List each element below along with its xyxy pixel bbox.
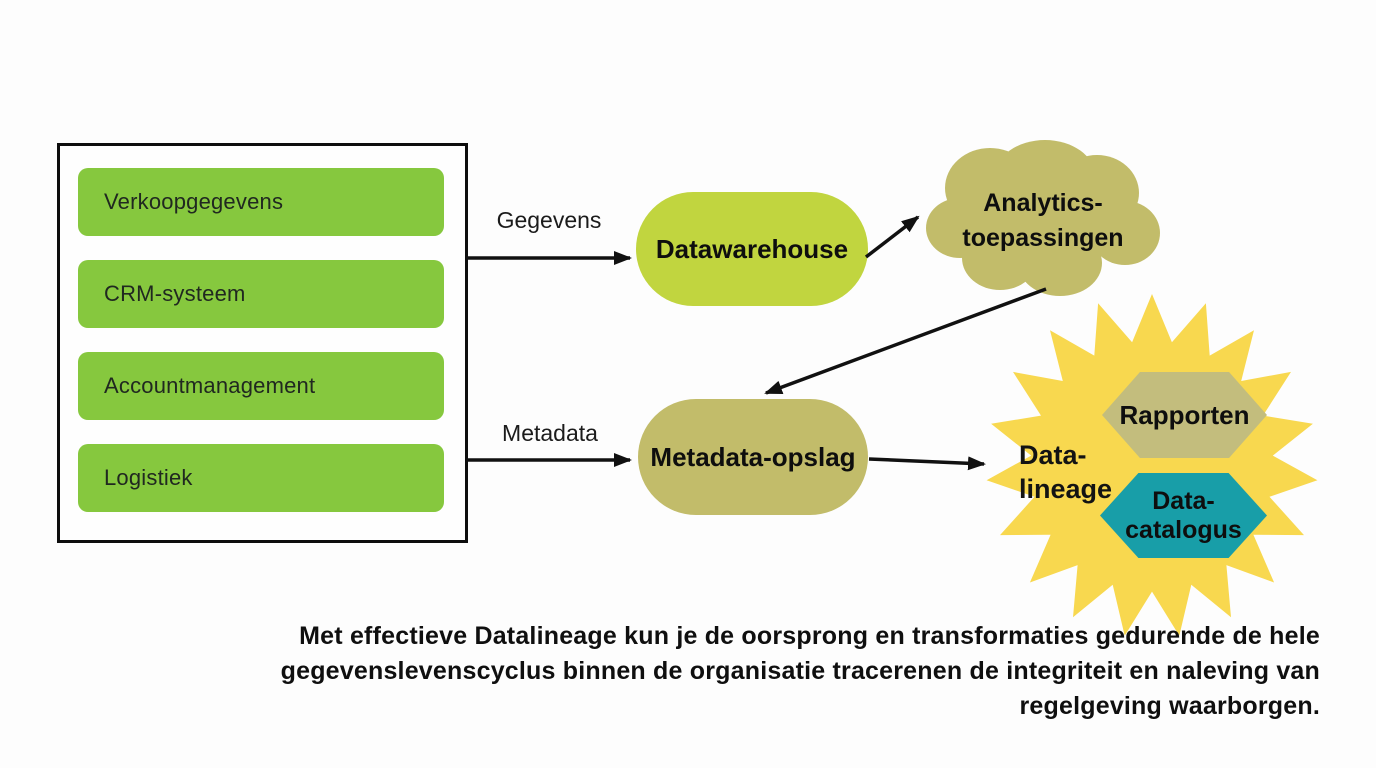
analytics-label-line2: toepassingen bbox=[962, 224, 1124, 252]
data-lineage-line1: Data- bbox=[1019, 440, 1087, 470]
source-item-accountmanagement: Accountmanagement bbox=[78, 352, 444, 420]
arrow-metadata-opslag-to-lineage bbox=[868, 456, 986, 471]
node-analytics-toepassingen: Analytics- toepassingen bbox=[930, 186, 1156, 256]
analytics-cloud-shape bbox=[926, 140, 1160, 296]
node-rapporten: Rapporten bbox=[1102, 372, 1267, 458]
caption-line-1: Met effectieve Datalineage kun je de oor… bbox=[299, 622, 1320, 650]
rapporten-label: Rapporten bbox=[1119, 399, 1250, 430]
data-catalogus-line2: catalogus bbox=[1125, 515, 1242, 544]
caption-text: Met effectieve Datalineage kun je de oor… bbox=[262, 619, 1320, 724]
node-datawarehouse: Datawarehouse bbox=[636, 192, 868, 306]
source-item-verkoopgegevens: Verkoopgegevens bbox=[78, 168, 444, 236]
data-catalogus-line1: Data- bbox=[1152, 486, 1215, 515]
flow-label-metadata: Metadata bbox=[502, 420, 598, 446]
data-lineage-line2: lineage bbox=[1019, 474, 1113, 504]
source-systems-box: Verkoopgegevens CRM-systeem Accountmanag… bbox=[57, 143, 468, 543]
caption-line-2: gegevenslevenscyclus binnen de organisat… bbox=[280, 657, 1320, 685]
node-metadata-opslag: Metadata-opslag bbox=[638, 399, 868, 515]
caption-line-3: regelgeving waarborgen. bbox=[1019, 692, 1320, 720]
analytics-label-line1: Analytics- bbox=[983, 189, 1103, 217]
node-data-lineage: Data- lineage bbox=[1019, 438, 1112, 506]
node-data-catalogus: Data- catalogus bbox=[1100, 473, 1267, 558]
source-item-crm-systeem: CRM-systeem bbox=[78, 260, 444, 328]
arrow-datawarehouse-to-analytics bbox=[864, 215, 920, 259]
flow-label-gegevens: Gegevens bbox=[496, 207, 602, 233]
source-item-logistiek: Logistiek bbox=[78, 444, 444, 512]
